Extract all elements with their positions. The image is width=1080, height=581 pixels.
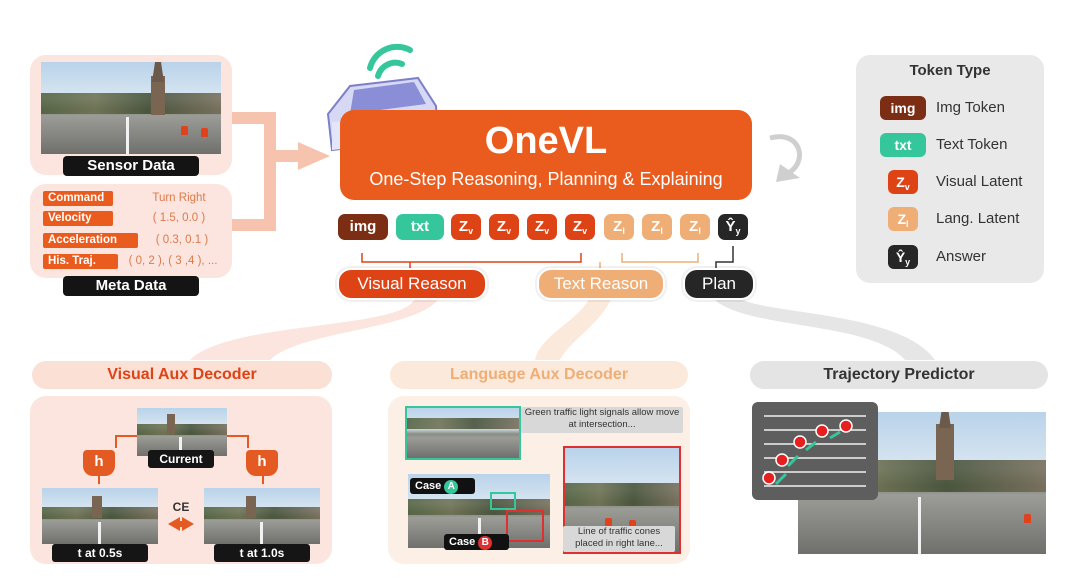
language-aux-header: Language Aux Decoder	[390, 361, 688, 389]
trajectory-plot	[752, 402, 878, 500]
case-b-note: Line of traffic cones placed in right la…	[563, 526, 675, 552]
meta-value-acceleration: ( 0.3, 0.1 )	[155, 234, 209, 246]
trajectory-header: Trajectory Predictor	[750, 361, 1048, 389]
legend-chip-img: img	[880, 96, 926, 120]
model-title: OneVL	[484, 120, 608, 162]
meta-value-command: Turn Right	[152, 192, 206, 204]
token-visual-latent-3: Zv	[527, 214, 557, 240]
legend-label-visual-latent: Visual Latent	[936, 173, 1023, 190]
meta-data-label: Meta Data	[63, 276, 199, 296]
legend-chip-answer: Ŷy	[888, 245, 918, 269]
visual-aux-arrows	[98, 435, 264, 531]
case-a-note: Green traffic light signals allow move a…	[521, 407, 683, 433]
meta-key-velocity: Velocity	[43, 211, 113, 226]
h-block-left: h	[83, 450, 115, 476]
token-visual-latent-2: Zv	[489, 214, 519, 240]
meta-key-command: Command	[43, 191, 113, 206]
current-frame-image	[137, 408, 227, 456]
visual-aux-header: Visual Aux Decoder	[32, 361, 332, 389]
model-subtitle: One-Step Reasoning, Planning & Explainin…	[369, 169, 723, 189]
token-txt: txt	[396, 214, 444, 240]
case-b-marker: B	[478, 536, 493, 550]
legend-chip-lang-latent: Zl	[888, 207, 918, 231]
h-block-right: h	[246, 450, 278, 476]
frame-1-0s-image	[204, 488, 320, 544]
meta-value-history: ( 0, 2 ), ( 3 ,4 ), ...	[128, 255, 218, 267]
frame-0-5s-label: t at 0.5s	[52, 544, 148, 562]
frame-1-0s-label: t at 1.0s	[214, 544, 310, 562]
meta-key-history: His. Traj.	[43, 254, 118, 269]
token-lang-latent-3: Zl	[680, 214, 710, 240]
legend-label-lang-latent: Lang. Latent	[936, 210, 1020, 227]
legend-panel	[856, 55, 1044, 283]
legend-label-img: Img Token	[936, 99, 1005, 116]
legend-chip-visual-latent: Zv	[888, 170, 918, 194]
legend-title: Token Type	[909, 62, 991, 79]
frame-0-5s-image	[42, 488, 158, 544]
token-lang-latent-2: Zl	[642, 214, 672, 240]
legend-label-txt: Text Token	[936, 136, 1008, 153]
token-visual-latent-1: Zv	[451, 214, 481, 240]
plan-pill: Plan	[683, 268, 755, 300]
token-lang-latent-1: Zl	[604, 214, 634, 240]
case-a-crop-image	[405, 406, 521, 460]
legend-chip-txt: txt	[880, 133, 926, 157]
token-visual-latent-4: Zv	[565, 214, 595, 240]
token-img: img	[338, 214, 388, 240]
ce-label: CE	[172, 500, 190, 514]
token-answer: Ŷy	[718, 214, 748, 240]
legend-label-answer: Answer	[936, 248, 987, 265]
meta-key-acceleration: Acceleration	[43, 233, 138, 248]
meta-value-velocity: ( 1.5, 0.0 )	[152, 212, 206, 224]
sensor-image	[41, 62, 221, 154]
text-reason-pill: Text Reason	[537, 268, 665, 300]
case-a-marker: A	[444, 480, 459, 494]
model-box	[340, 110, 752, 200]
sensor-data-label: Sensor Data	[63, 156, 199, 176]
current-frame-label: Current	[148, 450, 214, 468]
visual-reason-pill: Visual Reason	[337, 268, 487, 300]
